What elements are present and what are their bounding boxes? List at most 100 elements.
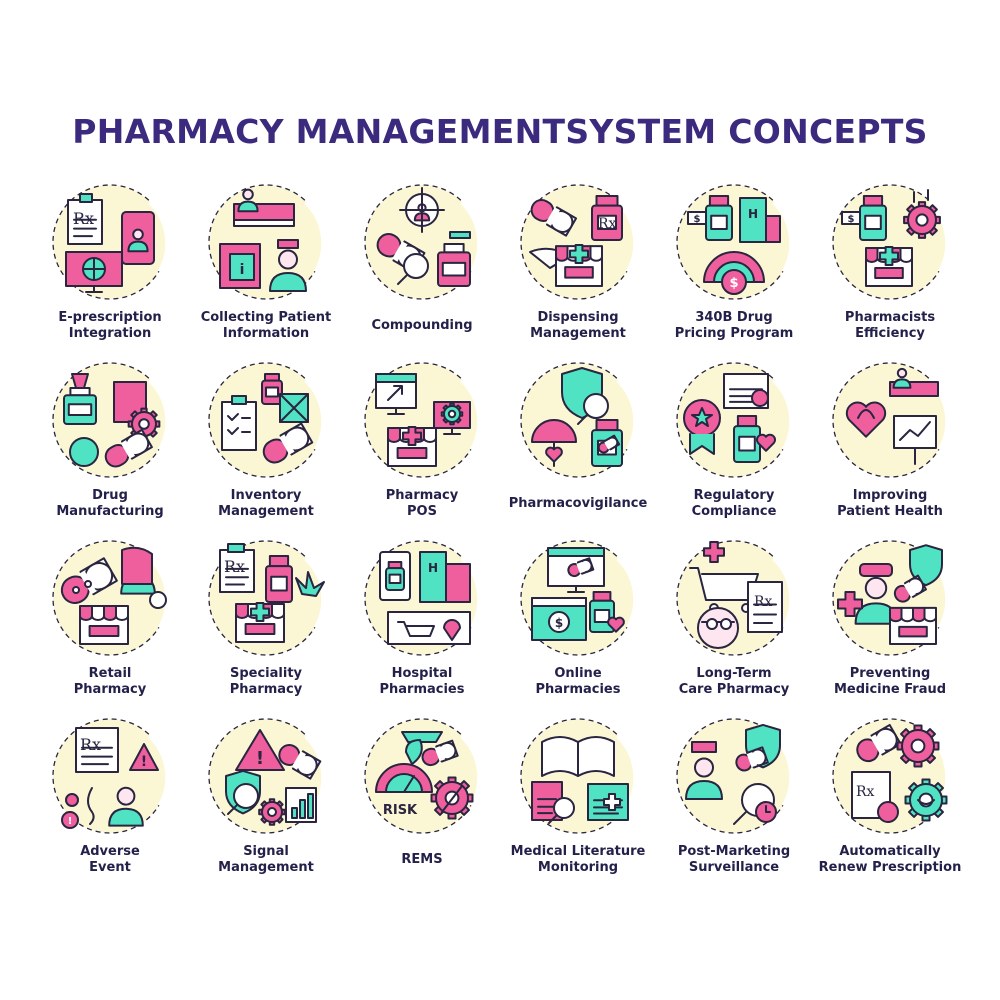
svg-text:$: $ (848, 214, 855, 225)
concept-label-line: Regulatory (693, 488, 775, 503)
concept-label-line: Preventing (849, 666, 931, 681)
concept-label-line: Integration (68, 326, 152, 341)
concept-label-line: Information (222, 326, 310, 341)
renew-prescription-icon: Rx (832, 718, 950, 834)
concept-label-line: Inventory (230, 488, 302, 503)
dispensing-icon: Rx (520, 184, 638, 300)
concept-label-line: Medical Literature (510, 844, 646, 859)
svg-text:$: $ (555, 616, 563, 630)
patient-health-icon (832, 362, 950, 478)
manufacturing-icon (52, 362, 170, 478)
page-title: PHARMACY MANAGEMENTSYSTEM CONCEPTS (72, 112, 928, 151)
concept-label-line: Pharmacy (229, 682, 303, 697)
hospital-pharmacy-icon: H (364, 540, 482, 656)
fraud-prevention-icon (832, 540, 950, 656)
pharmacovigilance-icon (520, 362, 638, 478)
concept-label-line: Medicine Fraud (833, 682, 947, 697)
concept-label-line: Drug (92, 488, 128, 503)
concept-label-line: Automatically (839, 844, 941, 859)
drug-pricing-icon: $ H $ (676, 184, 794, 300)
svg-text:Rx: Rx (80, 735, 101, 754)
surveillance-icon (676, 718, 794, 834)
compounding-icon (364, 184, 482, 300)
svg-text:!: ! (256, 748, 264, 769)
concept-label-line: Pharmacy (73, 682, 147, 697)
concept-label-line: E-prescription (58, 310, 162, 325)
concept-label-line: Adverse (80, 844, 140, 859)
svg-text:Rx: Rx (856, 784, 875, 800)
svg-text:$: $ (729, 276, 738, 291)
concept-label-line: Surveillance (688, 860, 780, 875)
concept-label-line: Management (530, 326, 626, 341)
long-term-care-icon: Rx (676, 540, 794, 656)
concept-label-line: Pharmacists (844, 310, 936, 325)
svg-text:!: ! (68, 816, 73, 827)
retail-pharmacy-icon (52, 540, 170, 656)
concept-label-line: Online (554, 666, 602, 681)
concept-label-line: Efficiency (855, 326, 925, 341)
concept-card: Compounding (344, 180, 500, 358)
concept-label-line: Retail (88, 666, 132, 681)
concept-label-line: Manufacturing (56, 504, 164, 519)
svg-text:Rx: Rx (754, 594, 773, 610)
concept-label-line: Collecting Patient (200, 310, 332, 325)
signal-management-icon: ! (208, 718, 326, 834)
svg-text:i: i (240, 262, 245, 278)
concept-label-line: Dispensing (537, 310, 619, 325)
e-prescription-icon: Rx (52, 184, 170, 300)
svg-text:Rx: Rx (224, 557, 245, 576)
concept-label-line: Pricing Program (674, 326, 794, 341)
svg-text:RISK: RISK (383, 803, 418, 818)
adverse-event-icon: Rx!! (52, 718, 170, 834)
concept-label-line: Signal (243, 844, 289, 859)
concept-label-line: Speciality (229, 666, 303, 681)
concept-label-line: Patient Health (837, 504, 943, 519)
online-pharmacy-icon: $ (520, 540, 638, 656)
svg-text:$: $ (694, 214, 701, 225)
rems-icon: RISK (364, 718, 482, 834)
svg-text:H: H (748, 207, 758, 221)
concept-label: Compounding (338, 318, 506, 334)
svg-text:H: H (428, 561, 438, 575)
patient-info-icon: i (208, 184, 326, 300)
concept-card: Pharmacovigilance (500, 358, 656, 536)
efficiency-icon: $ (832, 184, 950, 300)
concept-label-line: Monitoring (537, 860, 619, 875)
concept-label-line: Hospital (391, 666, 453, 681)
svg-text:Rx: Rx (598, 216, 617, 232)
concept-label-line: Compliance (691, 504, 777, 519)
concept-label-line: Pharmacies (535, 682, 621, 697)
